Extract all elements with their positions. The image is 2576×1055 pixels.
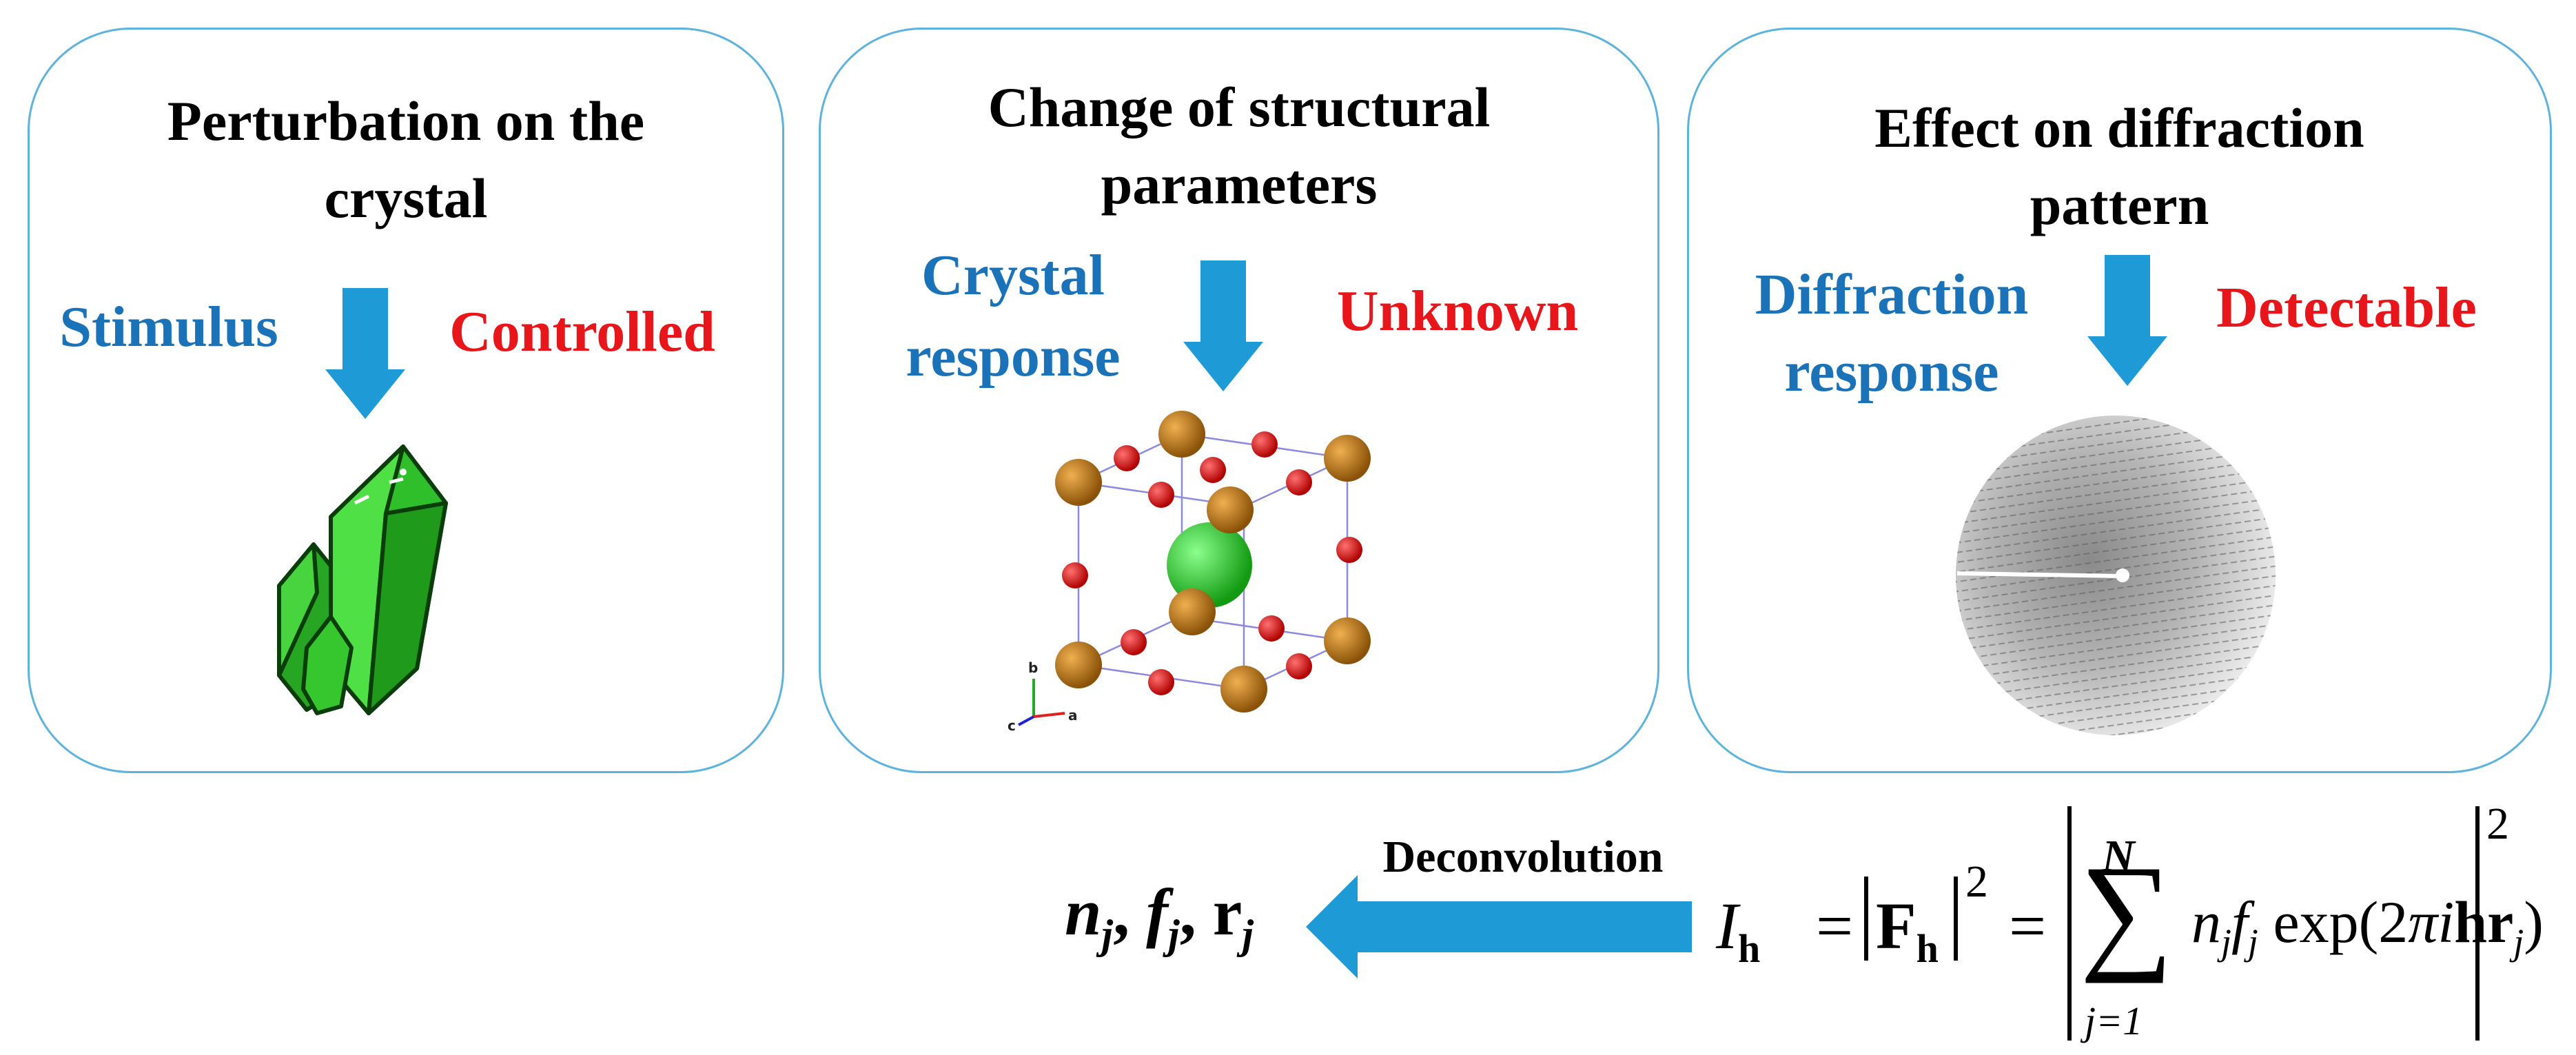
eq-n-subscript: j <box>2221 921 2232 963</box>
panel1-title-line2: crystal <box>324 167 488 229</box>
svg-text:a: a <box>1068 707 1078 724</box>
panel1-title-line1: Perturbation on the <box>167 90 645 152</box>
green-crystal-icon <box>277 444 448 715</box>
diffraction-response-down-arrow <box>2087 255 2167 386</box>
deconvolution-left-arrow <box>1306 875 1692 979</box>
sum-symbol: ∑ <box>2080 839 2174 984</box>
stimulus-label: Stimulus <box>59 295 278 359</box>
panel3-title-line2: pattern <box>2030 174 2209 236</box>
n-symbol: n <box>1065 875 1102 949</box>
panel2-title-line1: Change of structural <box>988 76 1491 139</box>
hr-vector: hr <box>2454 889 2514 955</box>
sum-lower-limit: j=1 <box>2085 998 2143 1043</box>
equals-1: = <box>1816 889 1854 963</box>
unknown-label: Unknown <box>1336 279 1579 343</box>
intensity-equation: Ih = Fh 2 = 2 N ∑ j=1 njfj exp(2πihrj) <box>1716 799 2544 1047</box>
eq-f-symbol: f <box>2231 889 2248 955</box>
controlled-label: Controlled <box>449 300 715 364</box>
f-symbol: f <box>1146 875 1169 949</box>
oxygen-atoms <box>1062 431 1362 695</box>
perovskite-unit-cell: b a c <box>1008 411 1371 734</box>
diffraction-pattern <box>1934 394 2297 757</box>
svg-text:c: c <box>1008 717 1016 734</box>
crystal-response-down-arrow <box>1183 260 1263 391</box>
diffraction-response-label-line2: response <box>1784 340 1999 404</box>
n-subscript: j <box>1101 912 1114 958</box>
deconvolution-label: Deconvolution <box>1382 832 1664 882</box>
exp-function: exp(2 <box>2273 889 2409 955</box>
detectable-label: Detectable <box>2216 276 2477 340</box>
f-subscript: j <box>1168 912 1180 958</box>
r-symbol: r <box>1212 875 1243 949</box>
I-symbol: I <box>1716 889 1738 963</box>
sep2: , <box>1179 875 1196 949</box>
crystal-response-label-line2: response <box>906 325 1121 389</box>
diffraction-response-label-line1: Diffraction <box>1755 263 2029 327</box>
F-subscript: h <box>1916 926 1939 972</box>
close-paren: ) <box>2524 889 2544 955</box>
corner-atoms <box>1055 411 1371 713</box>
structural-parameters-result: nj, fj, rj <box>1065 874 1254 959</box>
sum-exponent: 2 <box>2486 799 2509 849</box>
panel2-title-line2: parameters <box>1101 153 1378 216</box>
crystal-response-label-line1: Crystal <box>921 243 1105 307</box>
r-subscript-eq: j <box>2513 921 2524 963</box>
r-subscript: j <box>1242 912 1254 958</box>
pi-symbol: π <box>2408 889 2438 955</box>
svg-text:b: b <box>1028 659 1038 676</box>
equals-2: = <box>2009 889 2047 963</box>
eq-n-symbol: n <box>2191 889 2221 955</box>
sum-upper-N: N <box>2102 831 2135 881</box>
panel-structural-change <box>819 28 1659 773</box>
axis-triad: b a c <box>1008 659 1078 734</box>
sep1: , <box>1113 875 1130 949</box>
F-symbol: F <box>1876 889 1916 963</box>
I-subscript: h <box>1737 926 1761 972</box>
panel3-title-line1: Effect on diffraction <box>1874 96 2364 159</box>
eq-f-subscript: j <box>2247 921 2258 963</box>
stimulus-down-arrow <box>325 288 405 419</box>
central-atom <box>1167 522 1252 608</box>
i-symbol: i <box>2437 889 2455 955</box>
F-exponent: 2 <box>1965 857 1988 907</box>
